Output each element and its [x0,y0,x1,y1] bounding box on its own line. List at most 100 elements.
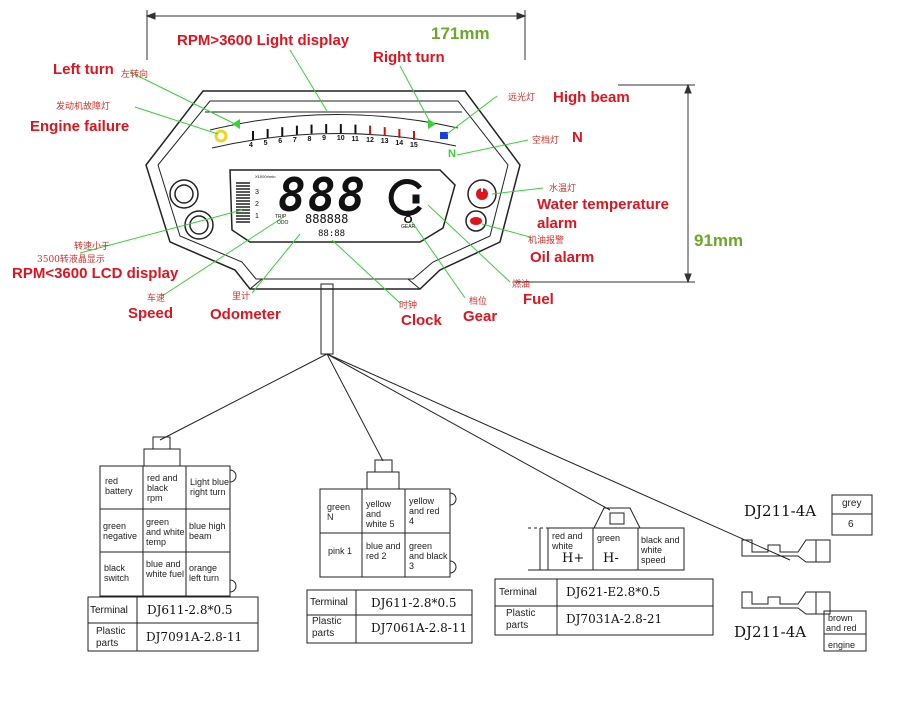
rpm-low-cn-label: 转速小于 [74,242,111,252]
tach-number-14: 14 [395,139,404,147]
oil-alarm-cn-label: 机油报警 [528,236,565,246]
leader-lines [79,49,544,304]
connector-2-housing [306,459,473,644]
width-dimension-line [145,10,527,60]
oil-alarm-icon [470,217,482,225]
width-dimension-label: 171mm [431,24,490,43]
conn3-terminal-label: Terminal [499,587,537,598]
rpm-low-cn-label-2: 3500转液晶显示 [37,255,105,265]
odometer-label: Odometer [210,306,281,323]
conn2-cell-1-1: green N [327,502,351,522]
conn1-cell-2-1: green negative [103,521,138,541]
rpm-low-label: RPM<3600 LCD display [12,265,179,282]
conn2-terminal-value: DJ611-2.8*0.5 [371,596,457,610]
tach-number-9: 9 [322,135,327,143]
conn3-pin-hminus: H- [603,551,619,566]
bar-mark-3: 3 [255,189,259,196]
left-turn-cn-label: 左转向 [121,70,149,80]
high-beam-cn-label: 远光灯 [508,93,536,103]
odometer-cn-label: 里计 [232,292,251,302]
single1-wire: grey [842,498,862,509]
conn3-terminal-value: DJ621-E2.8*0.5 [566,585,661,599]
water-temp-label: Water temperature [537,196,669,213]
single-terminal-2 [741,591,867,652]
tach-number-6: 6 [278,138,283,146]
neutral-indicator: N [448,148,456,160]
trip-label: TRIP [275,214,287,220]
tach-number-10: 10 [336,135,345,143]
engine-failure-icon [214,129,228,143]
rpm-bar-graph [236,182,250,223]
bar-mark-2: 2 [255,201,259,208]
conn1-cell-2-3: blue high beam [189,521,226,541]
connector-3-housing [494,507,714,636]
conn1-cell-3-2: blue and white fuel [146,559,185,579]
single2-wire: brown [828,613,853,623]
clock-display: 88:88 [318,229,346,239]
gear-cn-label: 档位 [469,297,488,307]
conn3-cell-2: green [597,533,621,543]
connector-1-housing [87,436,259,652]
neutral-label: N [572,129,583,146]
water-temp-cn-label: 水温灯 [549,184,577,194]
conn3-plastic-label: Plastic parts [506,608,536,631]
fuel-cn-label: 燃油 [512,280,531,290]
tach-number-11: 11 [351,135,359,143]
tach-number-15: 15 [410,141,418,149]
conn1-terminal-value: DJ611-2.8*0.5 [147,603,233,617]
speed-display: 888 [278,168,368,222]
wire-harness [159,283,791,561]
single-terminal-1 [741,494,873,563]
water-temp-icon [476,186,488,200]
tach-number-7: 7 [292,136,297,144]
tach-number-13: 13 [380,138,389,146]
water-temp-label-2: alarm [537,215,578,232]
neutral-cn-label: 空档灯 [532,136,560,146]
tach-number-5: 5 [263,139,268,147]
tach-number-4: 4 [249,141,253,149]
conn1-cell-3-3: orange left turn [189,563,220,583]
clock-label: Clock [401,312,442,329]
conn3-pin-hplus: H+ [562,551,585,566]
clock-cn-label: 时钟 [399,301,418,311]
lcd-screen [229,169,456,243]
conn1-cell-1-2: red and black rpm [147,473,178,503]
odo-label: ODO [277,220,289,226]
conn2-cell-1-2: yellow and white 5 [366,499,395,529]
rpm-high-label: RPM>3600 Light display [177,32,350,49]
conn2-cell-1-3: yellow and red 4 [409,496,440,526]
conn2-cell-2-1: pink 1 [328,546,353,556]
gauge-housing [145,90,521,290]
conn1-cell-3-1: black switch [104,563,130,583]
fuel-label: Fuel [523,291,554,308]
tach-ticks [252,124,415,140]
single2-wire-2: and red [826,623,857,633]
conn2-plastic-value: DJ7061A-2.8-11 [371,621,468,635]
single1-number: 6 [848,519,854,530]
gear-display: 8 [403,208,414,228]
conn1-cell-1-1: red battery [105,476,133,496]
conn2-cell-2-3: green and black 3 [409,541,448,571]
bar-mark-1: 1 [255,213,259,220]
conn1-terminal-label: Terminal [90,605,128,616]
gear-label-lcd: GEAR [401,224,416,230]
left-dials [169,179,214,240]
conn2-terminal-label: Terminal [310,597,348,608]
speed-cn-label: 车速 [147,294,166,304]
single1-part-label: DJ211-4A [744,502,817,520]
odometer-display: 888888 [305,212,349,226]
gear-label: Gear [463,308,498,325]
height-dimension-label: 91mm [694,231,744,250]
conn3-cell-1: red and white [552,531,583,551]
high-beam-label: High beam [553,89,630,106]
engine-failure-cn-label: 发动机故障灯 [56,102,111,112]
conn1-plastic-value: DJ7091A-2.8-11 [146,630,243,644]
conn2-plastic-label: Plastic parts [312,616,342,639]
conn1-cell-1-3: Light blue right turn [190,477,230,497]
fuel-gauge-symbol [388,179,423,216]
conn2-cell-2-2: blue and red 2 [366,541,401,561]
conn1-cell-2-2: green and white temp [146,517,185,547]
height-dimension-line [515,83,695,284]
